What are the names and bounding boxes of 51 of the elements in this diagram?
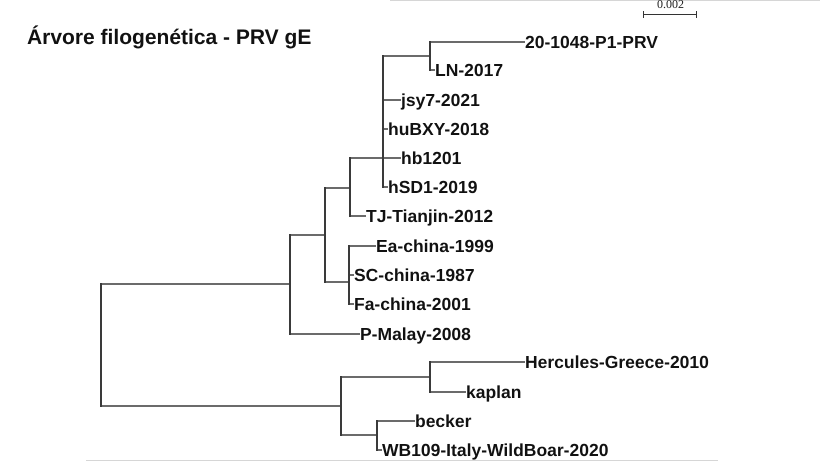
branch-line — [291, 333, 360, 335]
clade-line — [100, 283, 102, 407]
scale-label: 0.002 — [657, 0, 684, 10]
branch-line — [291, 234, 324, 236]
taxon-label: becker — [415, 411, 472, 431]
branch-line — [342, 434, 376, 436]
branch-line — [342, 376, 429, 378]
clade-line — [348, 245, 350, 305]
clade-line — [429, 41, 431, 71]
taxon-label: huBXY-2018 — [388, 119, 490, 139]
branch-line — [326, 187, 349, 189]
branch-line — [378, 420, 415, 422]
branch-line — [378, 449, 382, 451]
taxon-label: Hercules-Greece-2010 — [525, 352, 709, 372]
taxon-label: hSD1-2019 — [388, 177, 478, 197]
taxon-label: WB109-Italy-WildBoar-2020 — [382, 440, 608, 460]
clade-line — [340, 376, 342, 436]
branch-line — [384, 128, 388, 130]
branch-line — [384, 186, 388, 188]
branch-line — [431, 391, 466, 393]
branch-line — [102, 283, 289, 285]
clade-line — [376, 420, 378, 451]
branch-line — [384, 157, 401, 159]
branch-line — [431, 69, 435, 71]
branch-line — [384, 99, 401, 101]
taxon-label: TJ-Tianjin-2012 — [366, 206, 494, 226]
branch-line — [431, 361, 525, 363]
taxon-label: Fa-china-2001 — [354, 294, 471, 314]
clade-line — [382, 55, 384, 188]
taxon-label: hb1201 — [401, 148, 462, 168]
taxon-label: SC-china-1987 — [354, 265, 475, 285]
branch-line — [384, 55, 429, 57]
clade-line — [324, 187, 326, 283]
taxon-label: LN-2017 — [435, 60, 504, 80]
branch-line — [351, 157, 382, 159]
branch-line — [326, 281, 348, 283]
clade-line — [349, 157, 351, 217]
taxon-label: P-Malay-2008 — [360, 324, 471, 344]
branch-line — [351, 215, 366, 217]
taxon-label: 20-1048-P1-PRV — [525, 32, 658, 52]
branch-line — [102, 405, 340, 407]
taxon-label: jsy7-2021 — [401, 90, 480, 110]
clade-line — [289, 234, 291, 335]
branch-line — [350, 303, 354, 305]
branch-line — [350, 274, 354, 276]
taxon-label: Ea-china-1999 — [376, 236, 494, 256]
taxon-label: kaplan — [466, 382, 522, 402]
diagram-title: Árvore filogenética - PRV gE — [27, 26, 312, 50]
clade-line — [429, 361, 431, 393]
branch-line — [431, 41, 525, 43]
branch-line — [350, 245, 376, 247]
